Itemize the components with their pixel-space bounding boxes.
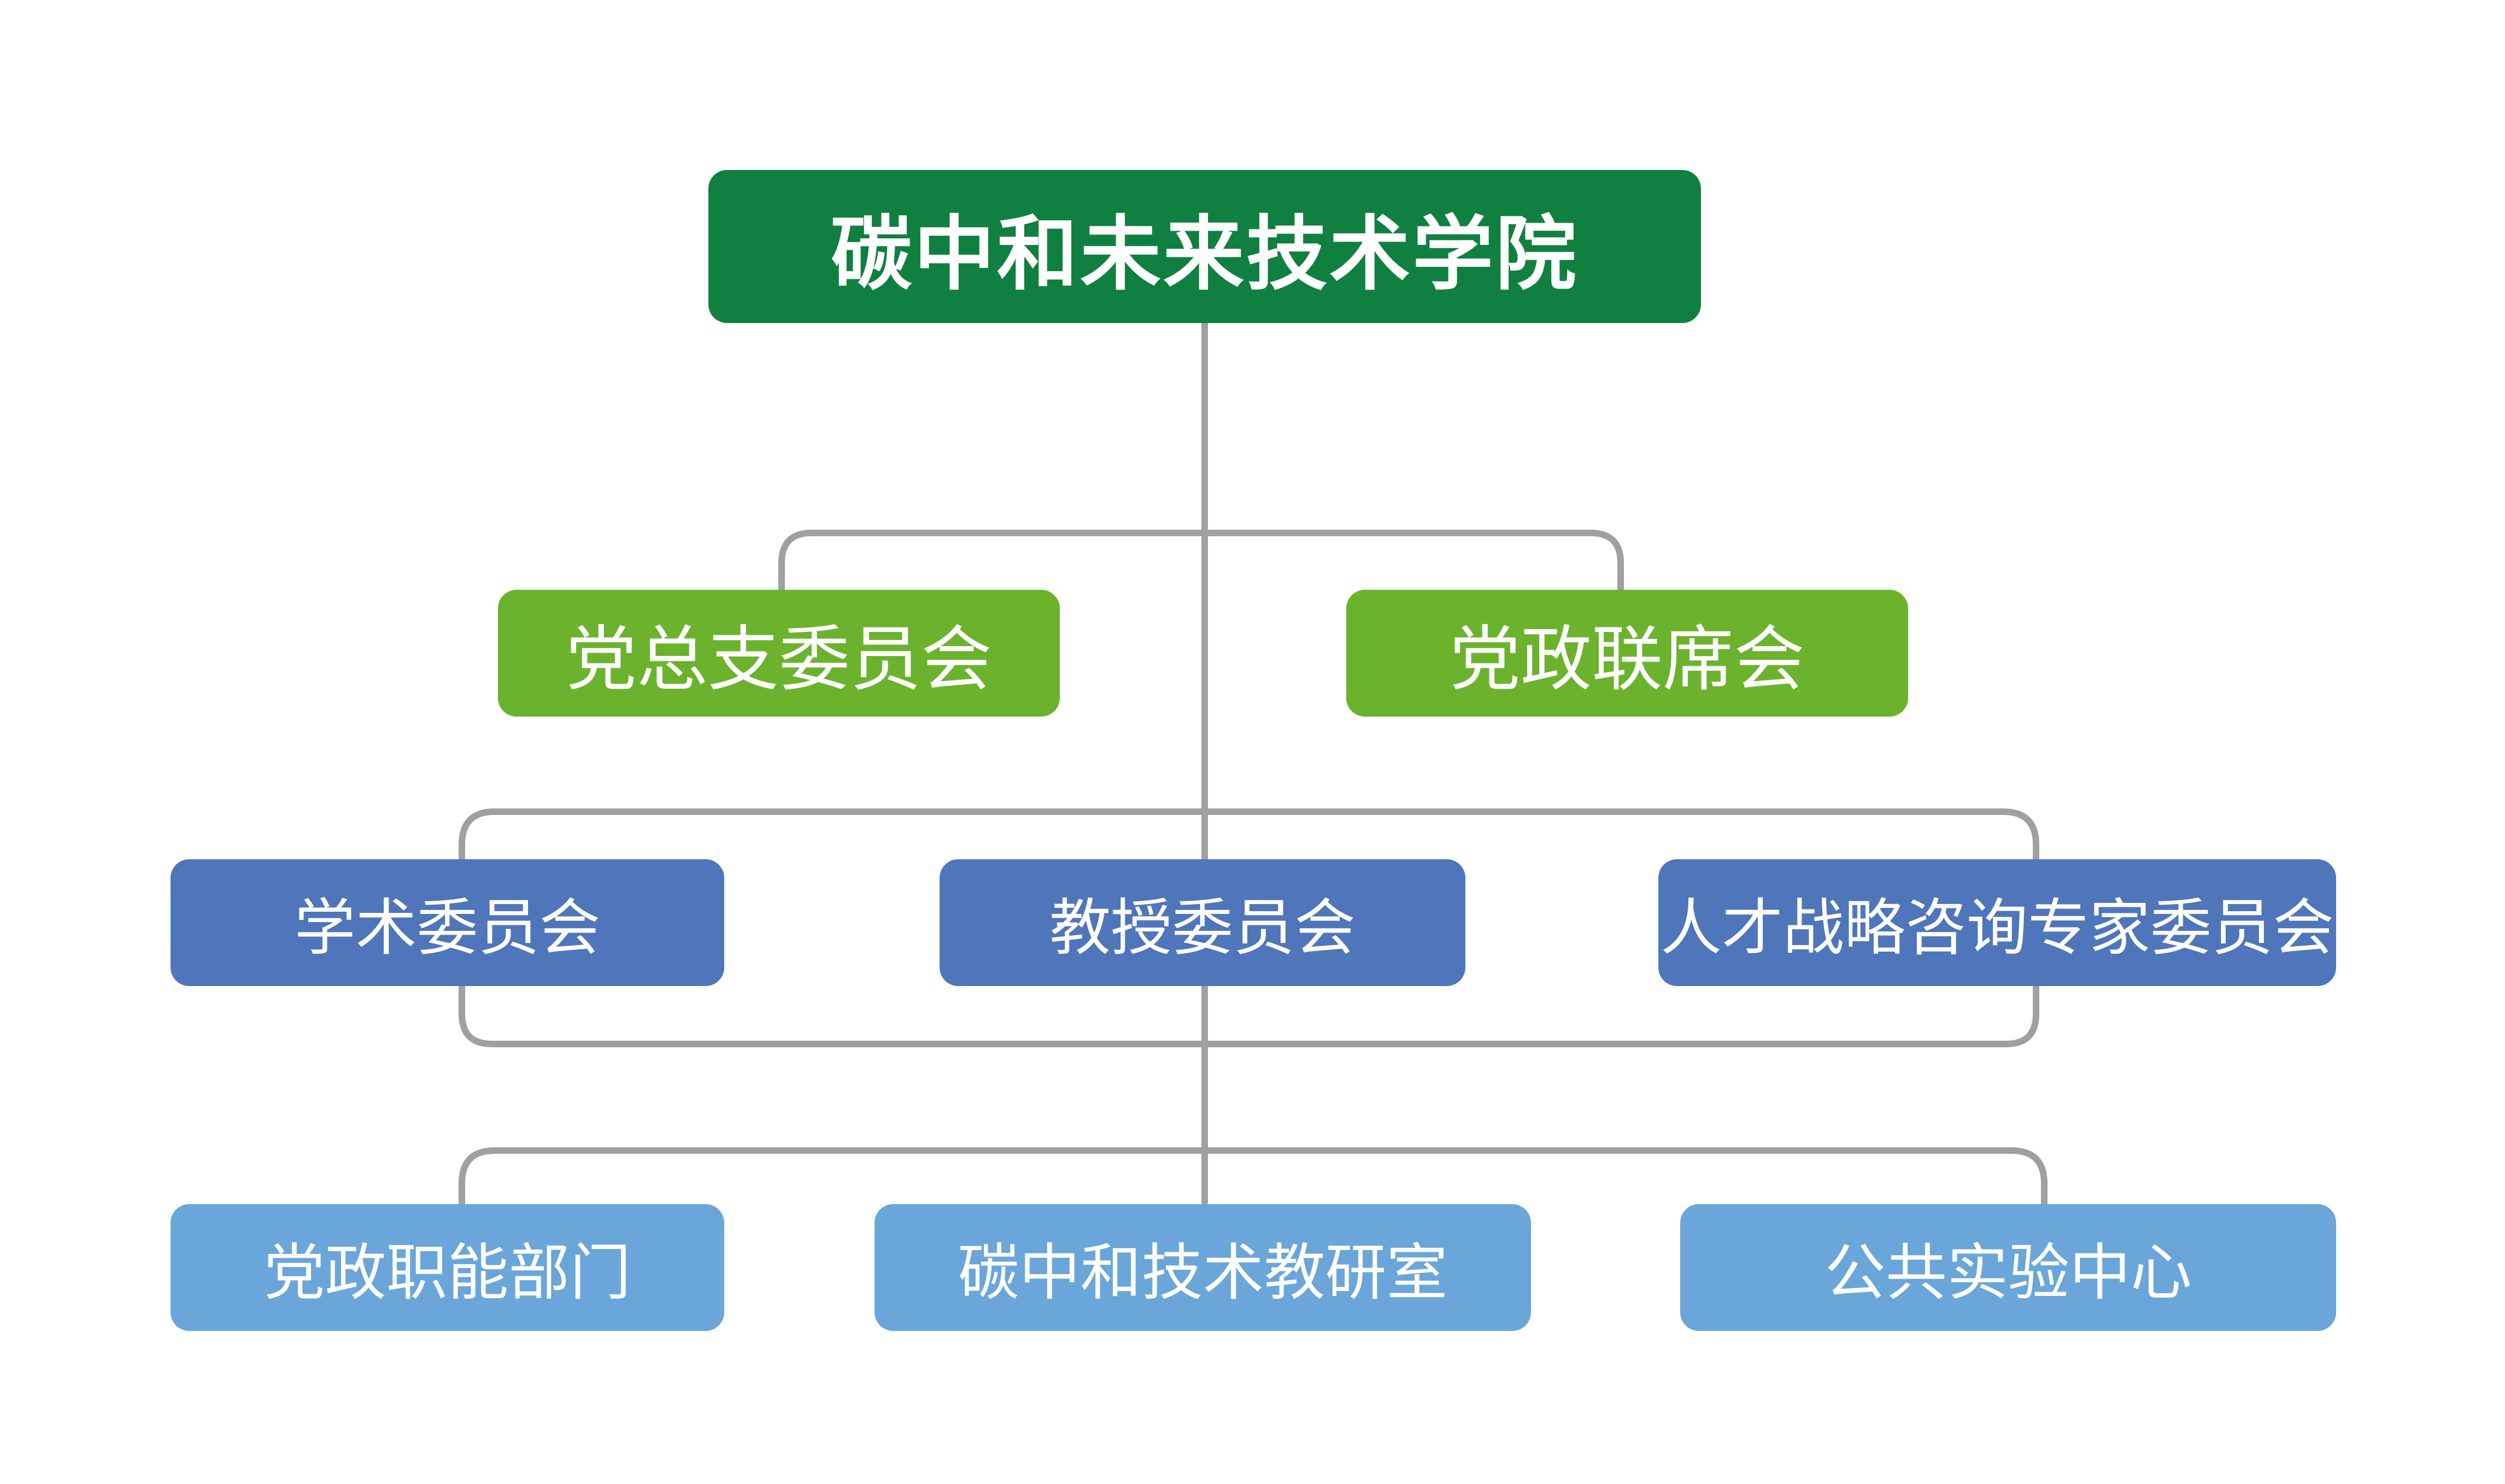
- node-professor-committee: 教授委员会: [940, 859, 1465, 986]
- node-public-lab-center: 公共实验中心: [1680, 1204, 2336, 1331]
- node-label: 碳中和技术教研室: [958, 1237, 1448, 1309]
- node-joint-meeting: 党政联席会: [1346, 590, 1908, 717]
- level3-bottom-connector: [459, 981, 2039, 1047]
- org-root-label: 碳中和未来技术学院: [831, 207, 1579, 301]
- node-party-branch-committee: 党总支委员会: [498, 590, 1060, 717]
- level4-connector: [459, 1147, 2048, 1211]
- node-label: 人才战略咨询专家委员会: [1661, 893, 2334, 964]
- node-label: 党总支委员会: [565, 618, 992, 701]
- org-root-node: 碳中和未来技术学院: [708, 170, 1701, 323]
- node-academic-committee: 学术委员会: [171, 859, 724, 986]
- node-label: 教授委员会: [1049, 893, 1356, 964]
- level3-top-connector: [459, 808, 2039, 867]
- node-talent-strategy-committee: 人才战略咨询专家委员会: [1658, 859, 2336, 986]
- level2-connector: [778, 530, 1624, 594]
- node-admin-departments: 党政职能部门: [171, 1204, 724, 1331]
- node-teaching-research-office: 碳中和技术教研室: [875, 1204, 1531, 1331]
- node-label: 公共实验中心: [1825, 1237, 2192, 1309]
- node-label: 党政职能部门: [263, 1237, 631, 1309]
- node-label: 学术委员会: [294, 893, 601, 964]
- node-label: 党政联席会: [1449, 618, 1805, 701]
